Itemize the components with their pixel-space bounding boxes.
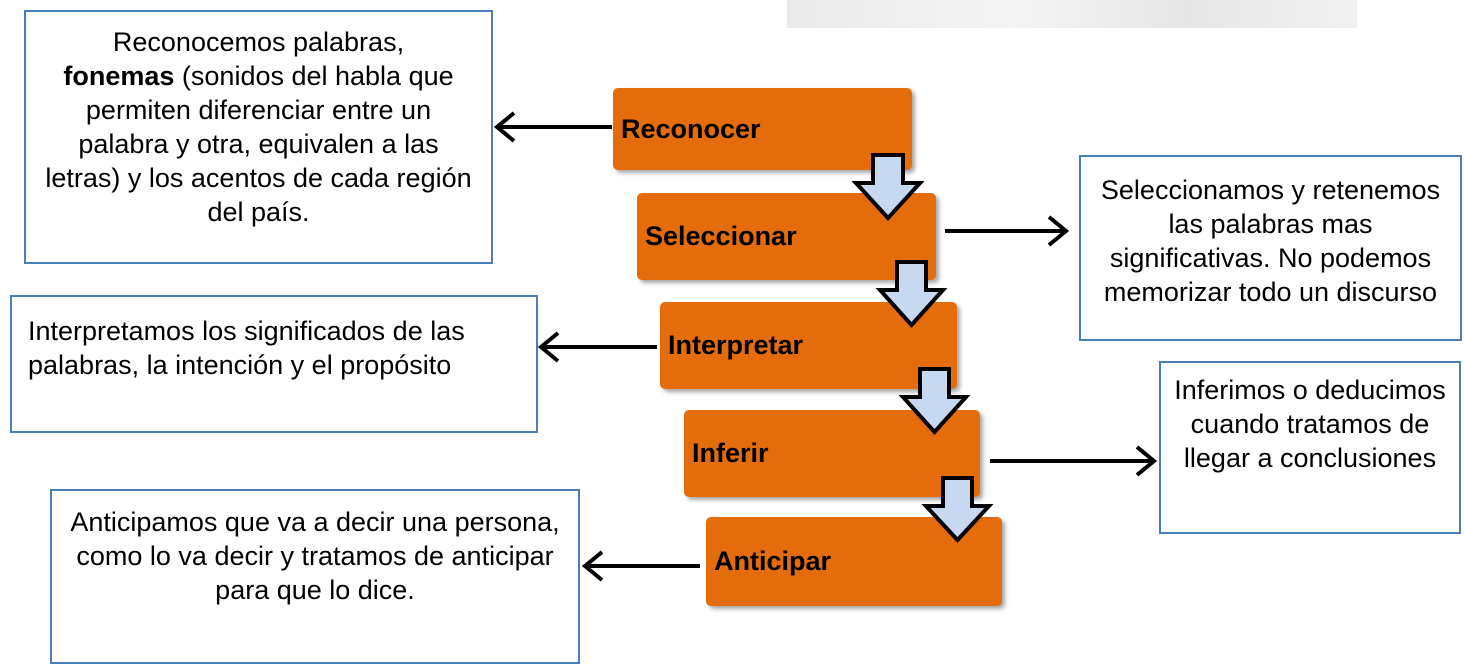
note-interpretar: Interpretamos los significados de las pa… [10,295,538,433]
block-down-arrow-icon [875,260,948,328]
fonemas-term: fonemas [63,61,175,92]
step-inferir-label: Inferir [692,438,769,468]
arrow-right-icon [990,445,1158,477]
note-reconocer-body: fonemas (sonidos del habla que permiten … [40,59,477,229]
arrow-right-icon [945,215,1070,247]
step-anticipar: Anticipar [706,517,1002,606]
note-seleccionar: Seleccionamos y retenemos las palabras m… [1079,155,1462,341]
arrow-left-icon [537,331,657,363]
note-reconocer-line1: Reconocemos palabras, [112,27,405,57]
arrow-left-icon [581,550,700,582]
note-reconocer: Reconocemos palabras, fonemas (sonidos d… [24,10,493,264]
block-down-arrow-icon [851,153,925,221]
step-inferir: Inferir [684,410,980,497]
note-interpretar-text: Interpretamos los significados de las pa… [28,316,465,381]
block-down-arrow-icon [921,476,994,543]
note-anticipar: Anticipamos que va a decir una persona, … [50,489,580,664]
block-down-arrow-icon [898,367,971,435]
step-interpretar-label: Interpretar [668,330,804,360]
arrow-left-icon [493,111,612,143]
step-seleccionar-label: Seleccionar [645,221,797,251]
step-anticipar-label: Anticipar [714,546,832,576]
background-image-fragment [787,0,1357,28]
note-anticipar-text: Anticipamos que va a decir una persona, … [70,507,560,606]
note-reconocer-rest: (sonidos del habla que permiten diferenc… [45,61,472,228]
note-inferir-text: Inferimos o deducimos cuando tratamos de… [1174,375,1446,474]
note-inferir: Inferimos o deducimos cuando tratamos de… [1159,361,1461,534]
note-seleccionar-text: Seleccionamos y retenemos las palabras m… [1100,175,1441,308]
step-reconocer-label: Reconocer [621,113,761,144]
step-reconocer: Reconocer [613,88,912,170]
